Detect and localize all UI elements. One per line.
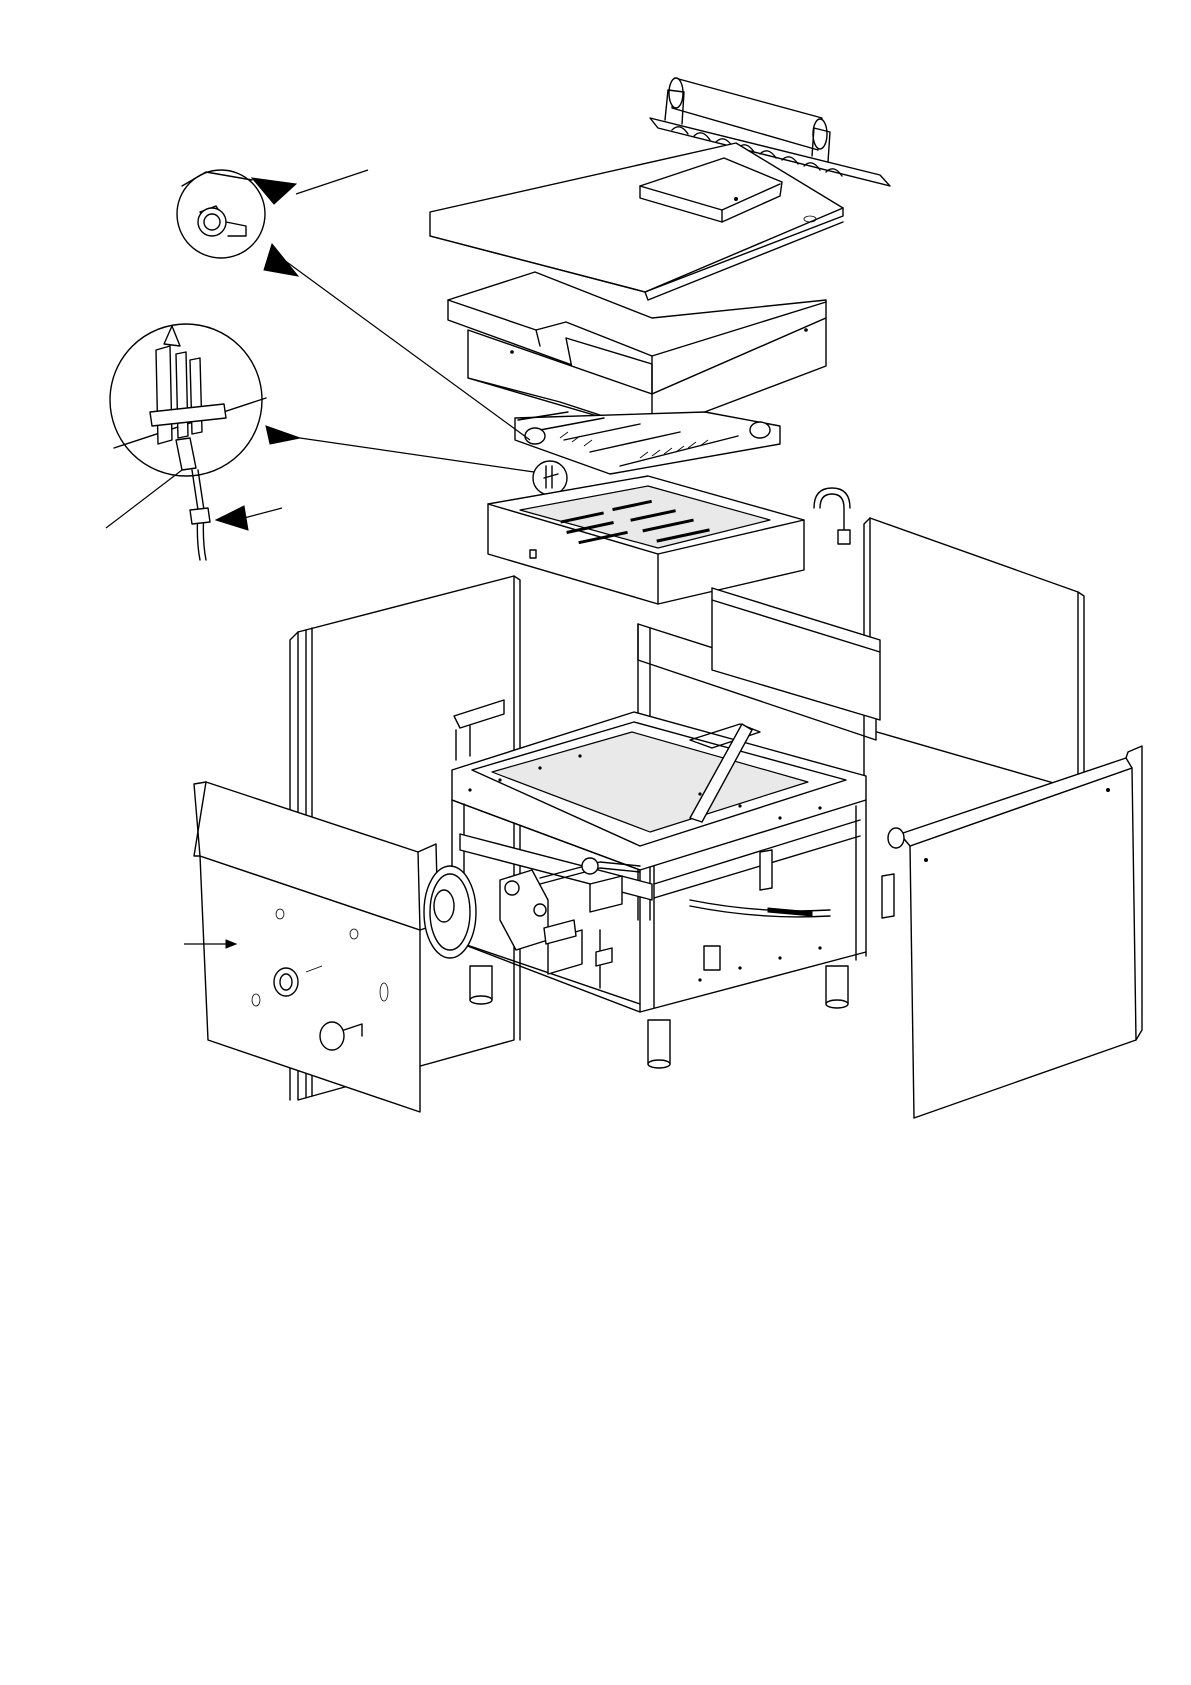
thermocouple-detail [177, 170, 298, 276]
drain-tap [814, 488, 850, 544]
frame-feet [470, 966, 848, 1068]
right-side-panel [864, 518, 1084, 790]
combustion-chamber [488, 476, 804, 604]
burner-tubes [515, 412, 780, 474]
right-front-panel [888, 746, 1142, 1118]
top-cover [430, 143, 843, 300]
pilot-burner-detail [110, 324, 300, 560]
frame-chassis [452, 588, 921, 1068]
